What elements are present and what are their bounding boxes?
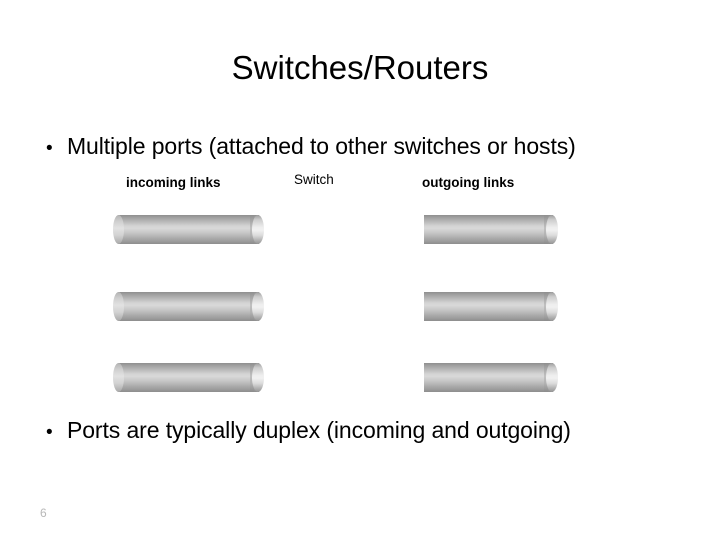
- cylinder-cap-left: [113, 215, 124, 244]
- incoming-link-cylinder-3: [113, 363, 264, 392]
- cylinder-cap-right: [252, 363, 264, 392]
- page-number: 6: [40, 506, 47, 520]
- label-outgoing-links: outgoing links: [422, 175, 515, 190]
- bullet-marker-icon: •: [46, 422, 53, 443]
- cylinder-cap-right: [252, 215, 264, 244]
- bullet-item-1: • Multiple ports (attached to other swit…: [37, 132, 576, 163]
- cylinder-body: [424, 215, 553, 244]
- outgoing-link-cylinder-1: [424, 215, 558, 244]
- incoming-link-cylinder-2: [113, 292, 264, 321]
- outgoing-link-cylinder-3: [424, 363, 558, 392]
- outgoing-link-cylinder-2: [424, 292, 558, 321]
- cylinder-body: [118, 363, 259, 392]
- cylinder-cap-right: [546, 215, 558, 244]
- cylinder-cap-right: [252, 292, 264, 321]
- label-switch: Switch: [294, 172, 334, 187]
- cylinder-body: [424, 363, 553, 392]
- incoming-link-cylinder-1: [113, 215, 264, 244]
- cylinder-body: [118, 292, 259, 321]
- bullet-text-2: Ports are typically duplex (incoming and…: [67, 417, 571, 443]
- cylinder-cap-left: [113, 363, 124, 392]
- bullet-marker-icon: •: [46, 138, 53, 159]
- bullet-item-2: • Ports are typically duplex (incoming a…: [37, 416, 571, 447]
- label-incoming-links: incoming links: [126, 175, 221, 190]
- cylinder-body: [118, 215, 259, 244]
- cylinder-cap-right: [546, 363, 558, 392]
- page-title: Switches/Routers: [231, 49, 489, 86]
- cylinder-cap-left: [113, 292, 124, 321]
- cylinder-cap-right: [546, 292, 558, 321]
- bullet-text-1: Multiple ports (attached to other switch…: [67, 133, 576, 159]
- cylinder-body: [424, 292, 553, 321]
